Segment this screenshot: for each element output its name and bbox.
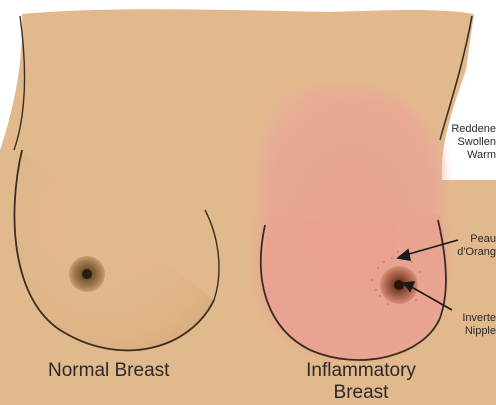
label-line: Swollen bbox=[451, 136, 496, 149]
label-line: Nipple bbox=[462, 325, 496, 338]
normal-nipple bbox=[82, 269, 92, 279]
label-peau-dorange: Peau d'Orang bbox=[457, 233, 496, 259]
caption-inflammatory-breast: Inflammatory Breast bbox=[296, 360, 426, 404]
caption-line: Normal Breast bbox=[48, 360, 169, 382]
label-line: Reddene bbox=[451, 123, 496, 136]
label-inverted-nipple: Inverte Nipple bbox=[462, 312, 496, 338]
caption-normal-breast: Normal Breast bbox=[48, 360, 169, 382]
label-reddened-swollen-warm: Reddene Swollen Warm bbox=[451, 123, 496, 162]
inverted-nipple bbox=[394, 280, 404, 290]
label-line: d'Orang bbox=[457, 246, 496, 259]
caption-line: Inflammatory bbox=[296, 360, 426, 382]
caption-line: Breast bbox=[296, 382, 426, 404]
label-line: Warm bbox=[451, 149, 496, 162]
inflammatory-breast bbox=[257, 86, 448, 361]
label-line: Inverte bbox=[462, 312, 496, 325]
label-line: Peau bbox=[457, 233, 496, 246]
